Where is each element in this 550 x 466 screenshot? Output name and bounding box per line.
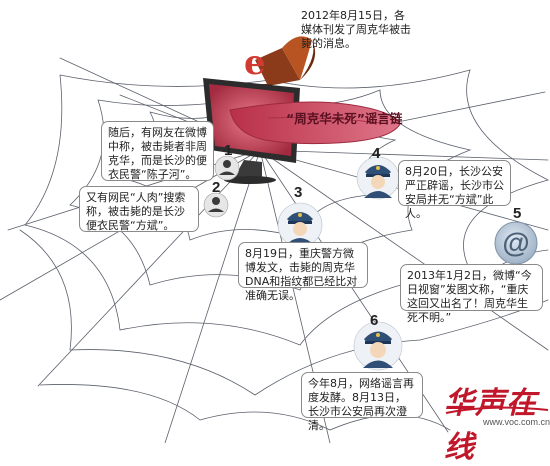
user-silhouette-icon: [214, 155, 240, 181]
police-officer-icon: [356, 156, 400, 200]
event-bubble-3: 8月19日，重庆警方微博发文，击毙的周克华DNA和指纹都已经比对准确无误。: [238, 242, 368, 302]
event-bubble-6: 今年8月，网络谣言再度发酵。8月13日，长沙市公安局再次澄清。: [301, 372, 423, 432]
event-number-6: 6: [370, 312, 379, 329]
event-bubble-2: 又有网民“人肉”搜索称，被击毙的是长沙便衣民警“方斌”。: [79, 186, 199, 232]
event-number-3: 3: [294, 184, 303, 201]
event-bubble-4: 8月20日，长沙公安严正辟谣，长沙市公安局并无“方斌”此人。: [398, 160, 511, 220]
rumor-chain-illustration: e: [0, 36, 550, 443]
tongue-shape: [229, 101, 401, 145]
event-number-1: 1: [224, 142, 233, 159]
event-number-4: 4: [372, 145, 381, 162]
event-number-5: 5: [513, 205, 522, 222]
event-bubble-1: 随后，有网友在微博中称，被击毙者非周克华，而是长沙的便衣民警“陈子河”。: [101, 121, 214, 181]
svg-text:@: @: [502, 227, 529, 258]
event-bubble-5: 2013年1月2日，微博“今日视窗”发图文称，“重庆这回又出名了！周克华生死不明…: [400, 264, 543, 324]
diagram-canvas: e: [0, 9, 550, 465]
police-officer-icon: [277, 202, 323, 248]
police-officer-icon: [353, 321, 403, 371]
at-sign-icon: @: [494, 221, 538, 265]
site-url: www.voc.com.cn: [483, 417, 550, 427]
event-number-2: 2: [212, 179, 221, 196]
diagram-title: “周克华未死”谣言链: [286, 111, 403, 126]
svg-text:e: e: [244, 43, 266, 83]
user-silhouette-icon: [203, 192, 229, 218]
intro-text: 2012年8月15日，各媒体刊发了周克华被击毙的消息。: [301, 9, 411, 50]
